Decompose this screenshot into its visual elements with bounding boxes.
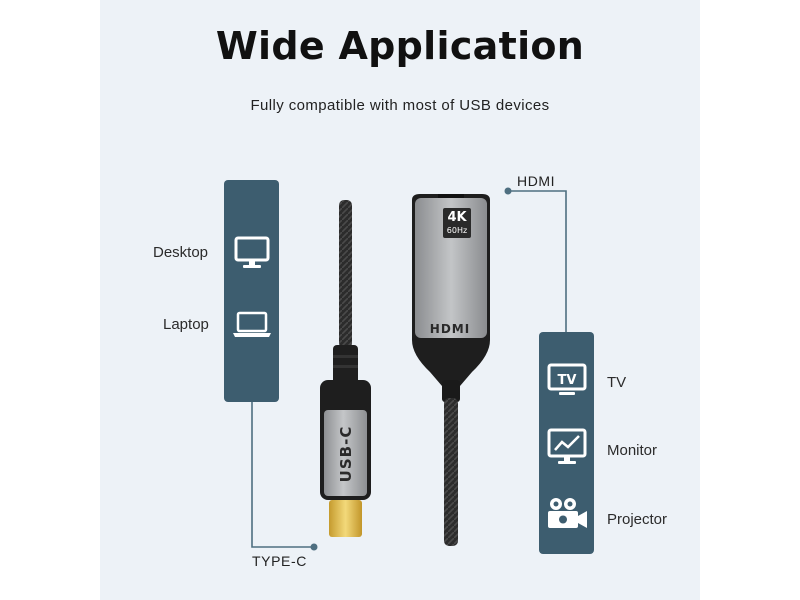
source-devices-panel — [224, 180, 279, 402]
hdmi-adapter — [412, 194, 490, 546]
source-device-label-desktop: Desktop — [153, 244, 209, 261]
laptop-icon — [230, 310, 274, 340]
resolution-badge-text: 4K — [447, 210, 467, 225]
hdmi-leader-dot — [504, 187, 512, 195]
hdmi-print-text: HDMI — [429, 322, 471, 336]
tv-icon: TV — [546, 362, 588, 398]
resolution-badge — [443, 208, 471, 238]
page-subtitle: Fully compatible with most of USB device… — [250, 97, 550, 114]
usb-c-cable — [320, 200, 371, 537]
refresh-badge-text: 60Hz — [446, 226, 468, 235]
type-c-leader-dot — [310, 543, 318, 551]
usb-c-plug-tip — [329, 500, 362, 537]
projector-icon — [545, 496, 589, 532]
source-device-label-laptop: Laptop — [163, 316, 209, 333]
desktop-monitor-icon — [232, 235, 272, 271]
page-title: Wide Application — [215, 24, 585, 68]
hdmi-braided-cord — [444, 398, 458, 546]
hdmi-label: HDMI — [517, 173, 556, 189]
type-c-label: TYPE-C — [252, 553, 307, 569]
usb-c-braided-cord — [339, 200, 352, 348]
type-c-leader-line — [251, 402, 311, 548]
display-device-label-tv: TV — [607, 374, 627, 391]
hdmi-cord-relief — [442, 380, 460, 402]
display-device-label-monitor: Monitor — [607, 442, 658, 459]
display-device-label-projector: Projector — [607, 511, 668, 528]
background-panel — [100, 0, 700, 600]
usb-c-print-text: USB-C — [337, 425, 355, 483]
monitor-icon — [546, 427, 588, 467]
hdmi-leader-line — [510, 190, 567, 332]
svg-text:TV: TV — [558, 373, 577, 388]
